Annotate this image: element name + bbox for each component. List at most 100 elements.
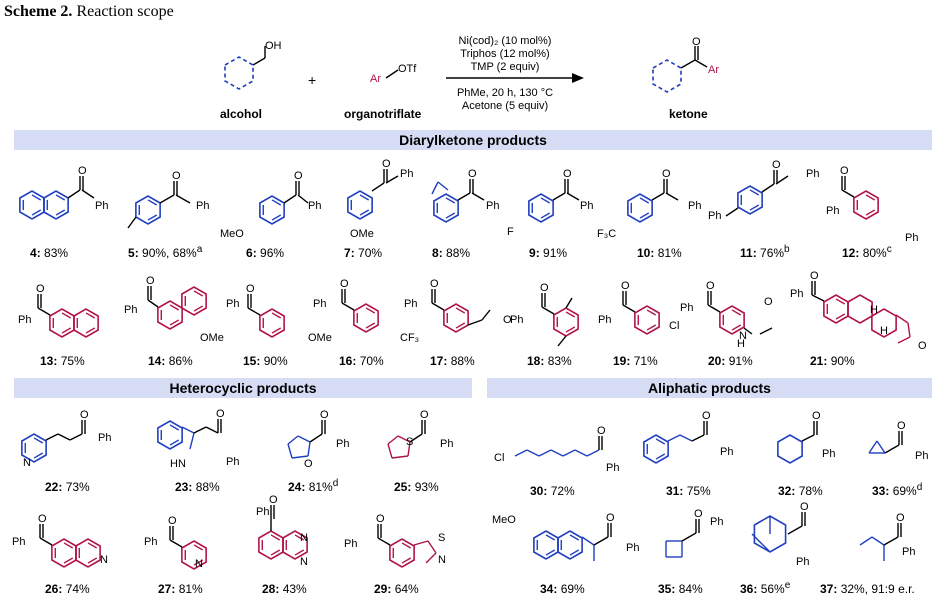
double-bond [655, 438, 666, 445]
compound-label: 36: 56%e [740, 580, 791, 596]
atom-ph: Ph [708, 210, 722, 222]
triflate-label: organotriflate [344, 107, 422, 121]
bond [481, 309, 491, 321]
oxygen-label: O [702, 410, 711, 422]
bond [409, 433, 423, 443]
compound-12-structure: O [840, 165, 879, 220]
atom-ph: Ph [902, 546, 916, 558]
bond [622, 304, 636, 313]
bond [431, 181, 439, 195]
section-diaryl: Diarylketone products [14, 130, 932, 150]
otf-label: OTf [398, 63, 417, 75]
ring [353, 303, 379, 333]
bond [181, 426, 195, 434]
compound-20-structure: O [706, 280, 773, 335]
ring [871, 308, 897, 338]
atom-o: O [304, 458, 313, 470]
bond [884, 444, 900, 454]
atom-n: N [739, 330, 747, 342]
double-bond [865, 209, 876, 216]
atom-f3c: F₃C [597, 228, 617, 240]
bond [205, 426, 219, 434]
oxygen-label: O [80, 409, 89, 421]
compound-25-structure: O [387, 409, 429, 459]
double-bond [639, 197, 650, 204]
compound-27-structure: O [168, 515, 207, 570]
bond [297, 435, 311, 443]
oxygen-label: O [812, 410, 821, 422]
bond [667, 434, 681, 442]
atom-ph: Ph [196, 200, 210, 212]
double-bond [33, 437, 44, 444]
double-bond [540, 197, 551, 204]
double-bond [545, 534, 556, 541]
double-bond [455, 307, 466, 314]
ketone-structure [652, 46, 708, 93]
double-bond [655, 453, 666, 460]
ring [528, 193, 554, 223]
conditions-top: Ni(cod)₂ (10 mol%) Triphos (12 mol%) TMP… [430, 35, 580, 74]
oxygen-label: O [430, 278, 439, 290]
double-bond [85, 312, 96, 319]
bond [868, 440, 878, 454]
bond [391, 455, 409, 459]
double-bond [147, 199, 158, 206]
oxygen-label: O [320, 409, 329, 421]
bond [413, 540, 429, 546]
bond [775, 175, 789, 185]
atom-o: O [503, 314, 512, 326]
bond [297, 194, 309, 204]
oxygen-label: O [540, 282, 549, 294]
bond [407, 441, 411, 457]
double-bond [835, 298, 846, 305]
atom-ph: Ph [826, 205, 840, 217]
oxygen-label: O [340, 278, 349, 290]
bond [665, 192, 679, 201]
bond [876, 440, 886, 454]
double-bond [55, 209, 66, 216]
double-bond [61, 327, 72, 334]
compound-16-structure: O [340, 278, 379, 333]
compound-label: 24: 81%d [288, 478, 339, 494]
atom-ph: Ph [124, 304, 138, 316]
compound-23-structure: O [157, 408, 225, 450]
compound-label: 21: 90% [810, 354, 855, 368]
atom-ome: OMe [350, 228, 374, 240]
oxygen-label: O [216, 408, 225, 420]
double-bond [749, 189, 760, 196]
ring [181, 286, 207, 316]
oxygen-label: O [420, 409, 429, 421]
atom-ph: Ph [313, 298, 327, 310]
ring [157, 420, 183, 450]
compound-label: 33: 69%d [872, 482, 923, 498]
ring [627, 193, 653, 223]
ring [634, 305, 660, 335]
caption-text: Reaction scope [72, 3, 174, 20]
bond [437, 181, 449, 191]
oxygen-label: O [662, 168, 671, 180]
atom-ph: Ph [226, 298, 240, 310]
atom-ph: Ph [344, 538, 358, 550]
double-bond [540, 212, 551, 219]
double-bond [365, 307, 376, 314]
atom-n: N [300, 556, 308, 568]
caption-label: Scheme 2. [4, 3, 73, 20]
bond [431, 302, 445, 311]
bond [557, 335, 567, 347]
compound-19-structure: O [621, 280, 660, 335]
bond [566, 192, 580, 201]
bond [69, 433, 83, 441]
ring [21, 433, 47, 463]
double-bond [31, 194, 42, 201]
oxygen-label: O [294, 170, 303, 182]
oxygen-label: O [810, 270, 819, 282]
compound-31-structure: O [643, 410, 711, 464]
oxygen-label: O [621, 280, 630, 292]
double-bond [169, 304, 180, 311]
bond [550, 449, 564, 457]
bond [691, 434, 705, 442]
bond [341, 302, 355, 311]
double-bond [565, 311, 576, 318]
double-bond [270, 549, 281, 556]
compound-label: 18: 83% [527, 354, 572, 368]
